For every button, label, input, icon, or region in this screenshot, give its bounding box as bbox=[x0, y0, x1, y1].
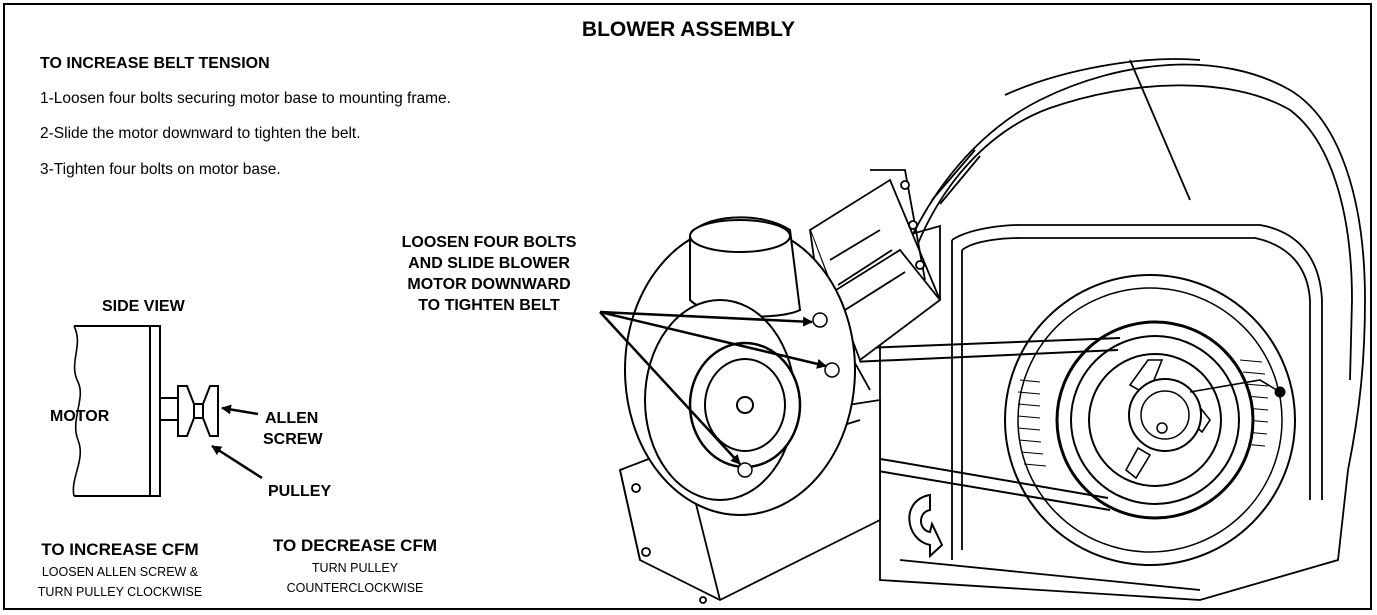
pulley-arrow bbox=[211, 444, 263, 480]
increase-cfm-line1: LOOSEN ALLEN SCREW & bbox=[41, 565, 199, 579]
bolts-callout: LOOSEN FOUR BOLTS AND SLIDE BLOWER MOTOR… bbox=[355, 232, 623, 316]
increase-cfm-line2: TURN PULLEY CLOCKWISE bbox=[37, 585, 203, 599]
bolt-arrow-2 bbox=[599, 310, 827, 369]
callout-line-1: LOOSEN FOUR BOLTS bbox=[401, 234, 577, 251]
instruction-step-2: 2-Slide the motor downward to tighten th… bbox=[40, 125, 361, 142]
rotation-direction-arrow bbox=[908, 493, 944, 559]
diagram-frame bbox=[3, 3, 1372, 610]
bolt-arrow-1 bbox=[599, 310, 813, 327]
blower-motor bbox=[624, 216, 856, 516]
callout-line-4: TO TIGHTEN BELT bbox=[418, 297, 560, 314]
allen-screw-arrow bbox=[221, 404, 259, 416]
callout-arrows bbox=[599, 310, 827, 465]
instruction-step-3: 3-Tighten four bolts on motor base. bbox=[40, 161, 281, 178]
decrease-cfm-block: TO DECREASE CFM TURN PULLEY COUNTERCLOCK… bbox=[255, 536, 455, 598]
instruction-step-1: 1-Loosen four bolts securing motor base … bbox=[40, 90, 451, 107]
side-view-motor-drawing bbox=[72, 325, 219, 497]
allen-label-line1: ALLEN bbox=[265, 410, 319, 427]
blower-wheel bbox=[1004, 274, 1296, 566]
decrease-cfm-heading: TO DECREASE CFM bbox=[272, 536, 438, 555]
blower-pulley bbox=[1055, 320, 1286, 520]
decrease-cfm-line2: COUNTERCLOCKWISE bbox=[286, 581, 424, 595]
allen-label-line2: SCREW bbox=[263, 431, 323, 448]
page-title: BLOWER ASSEMBLY bbox=[581, 18, 796, 41]
pulley-label: PULLEY bbox=[268, 483, 332, 500]
motor-label: MOTOR bbox=[50, 408, 110, 425]
belt-tension-heading: TO INCREASE BELT TENSION bbox=[40, 55, 270, 72]
bolt-arrow-3 bbox=[599, 311, 741, 465]
side-view-title: SIDE VIEW bbox=[102, 298, 185, 315]
callout-line-3: MOTOR DOWNWARD bbox=[407, 276, 571, 293]
callout-line-2: AND SLIDE BLOWER bbox=[408, 255, 570, 272]
increase-cfm-heading: TO INCREASE CFM bbox=[41, 540, 199, 559]
side-view-arrows bbox=[211, 404, 263, 480]
increase-cfm-block: TO INCREASE CFM LOOSEN ALLEN SCREW & TUR… bbox=[25, 540, 215, 602]
decrease-cfm-line1: TURN PULLEY bbox=[311, 561, 399, 575]
blower-housing bbox=[879, 58, 1366, 601]
